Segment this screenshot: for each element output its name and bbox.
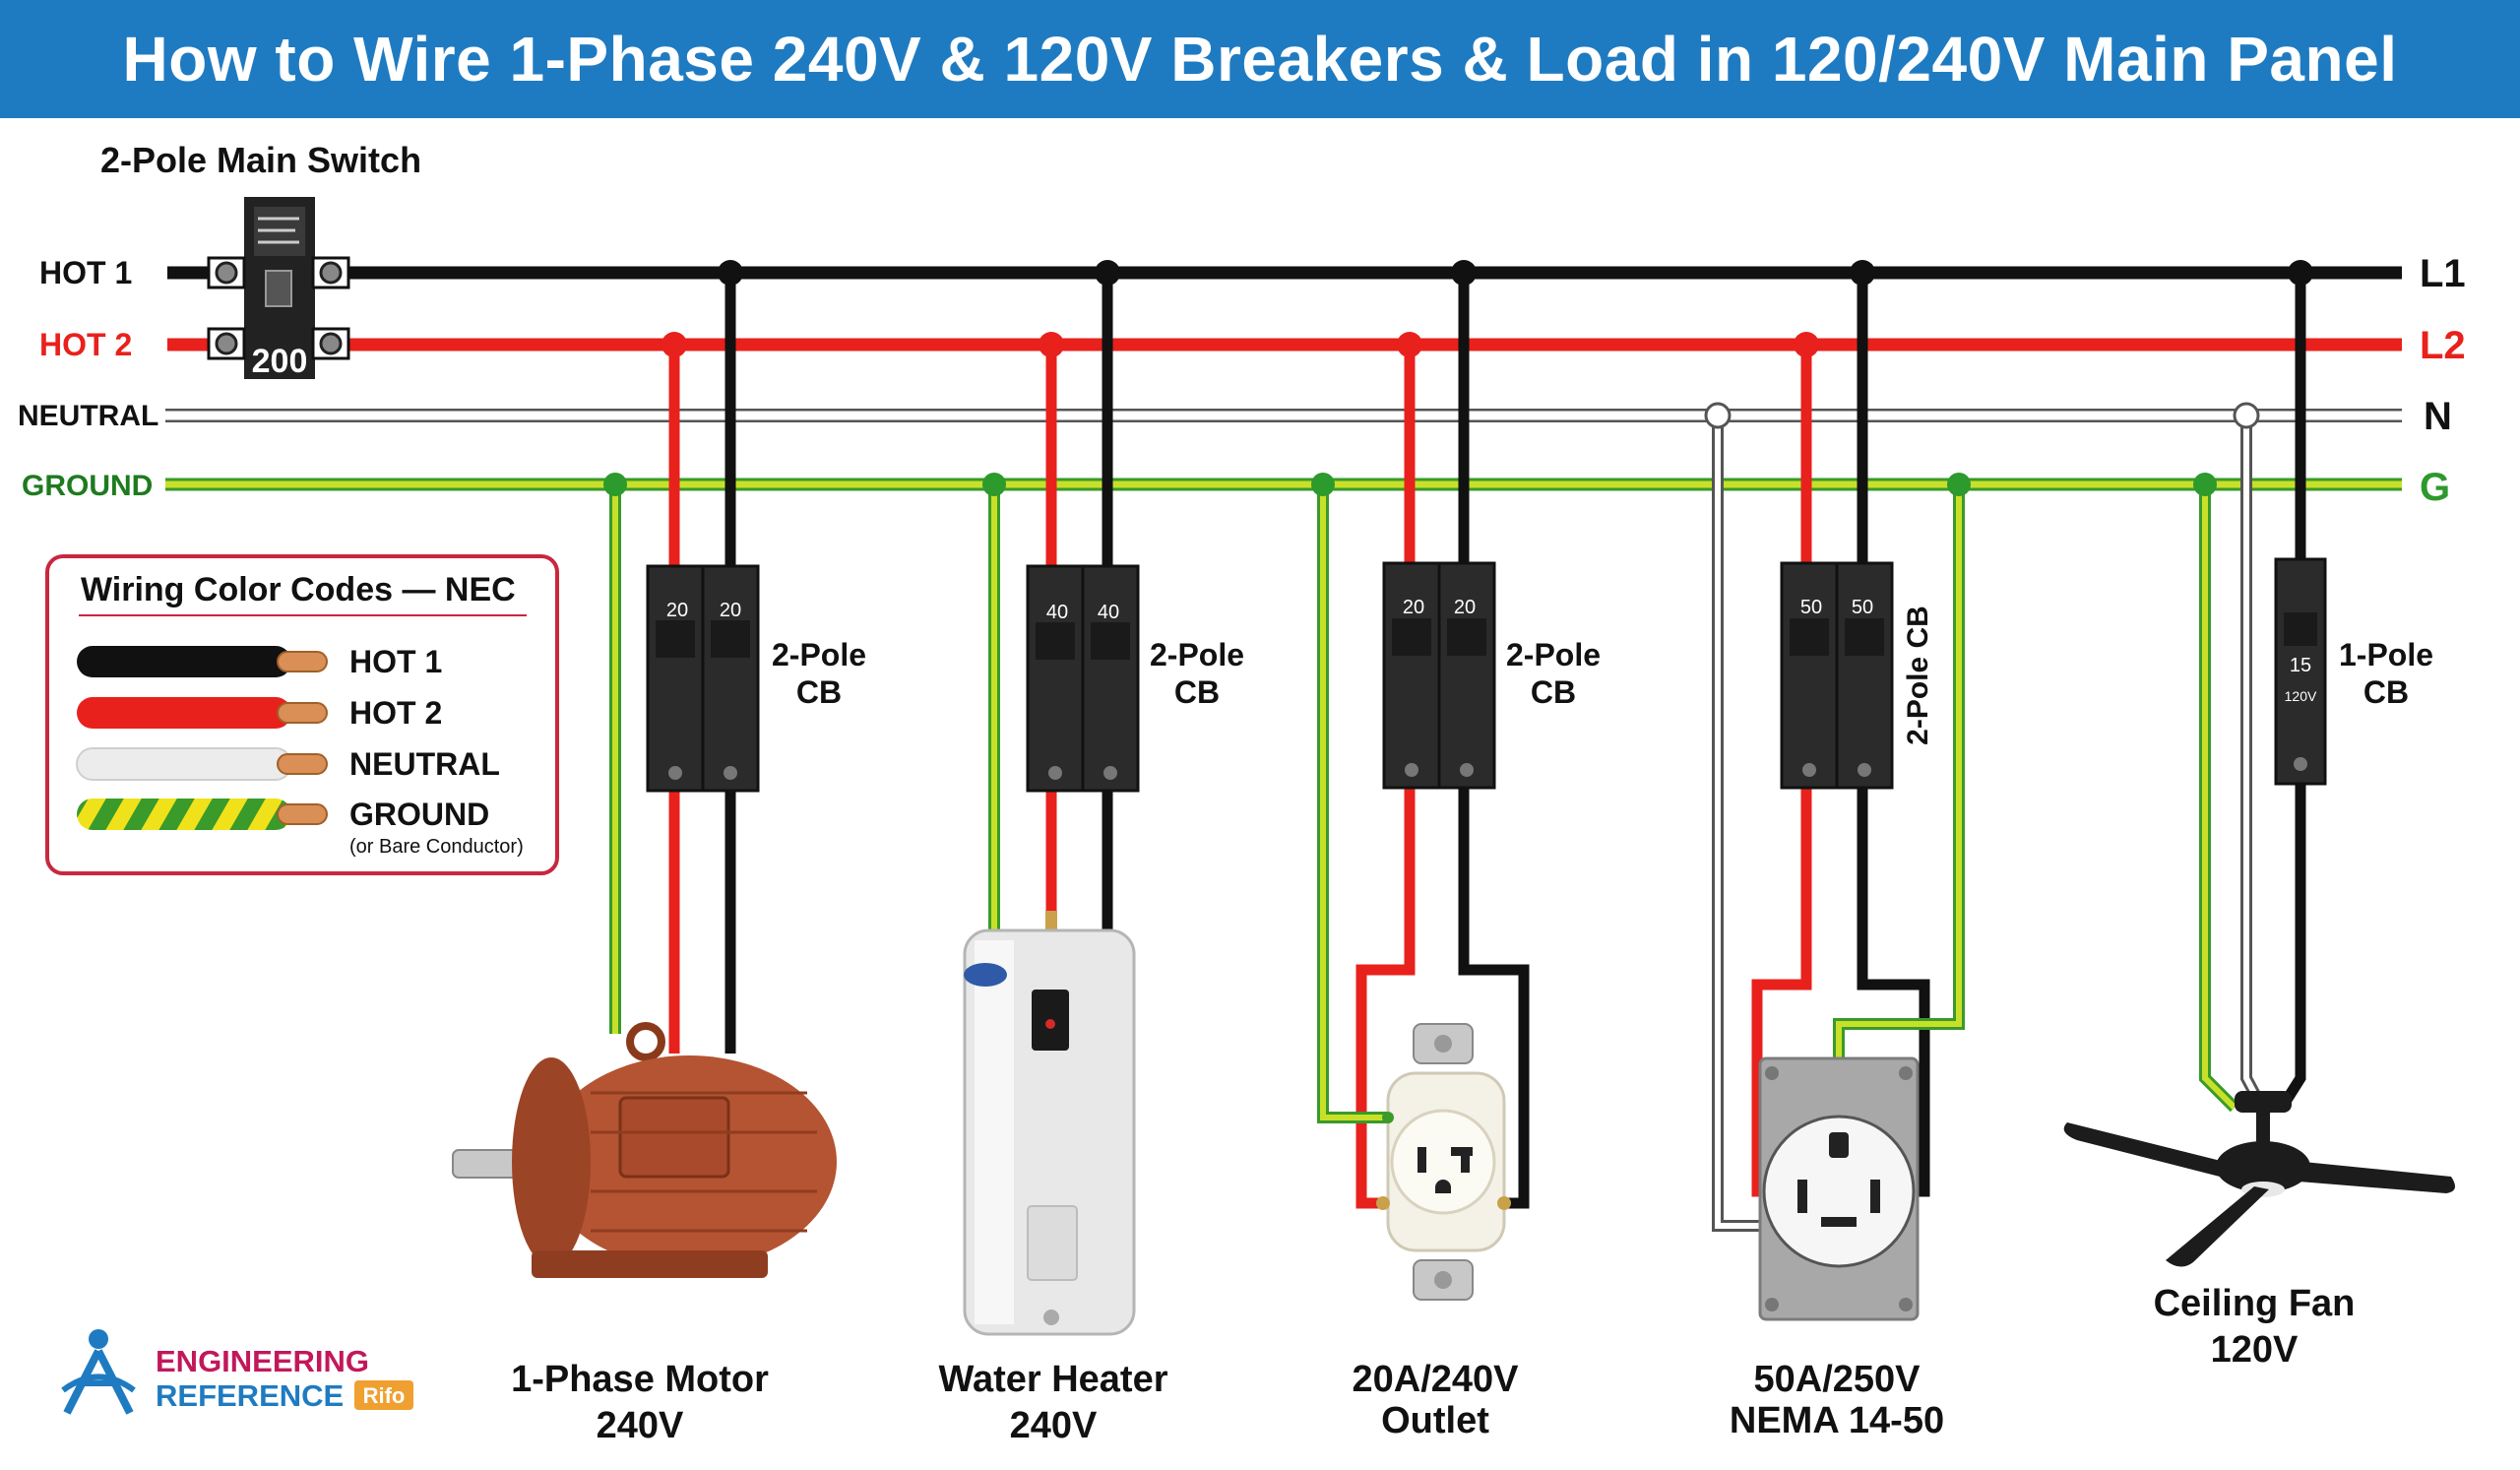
ground-label: GROUND — [22, 470, 153, 502]
g-label: G — [2420, 466, 2450, 509]
outlet-illustration — [1376, 1023, 1511, 1301]
legend-wire-hot2 — [77, 697, 291, 729]
water-heater-logo-icon — [964, 963, 1007, 987]
logo-icon — [61, 1329, 136, 1415]
legend-title: Wiring Color Codes — NEC — [81, 571, 516, 608]
neutral-label: NEUTRAL — [18, 400, 158, 432]
breaker-5-voltage: 120V — [2285, 688, 2317, 704]
main-switch-handle — [265, 270, 292, 307]
breaker-3: 20 20 2-Pole CB — [1382, 561, 1601, 790]
fan-label-line1: Ceiling Fan — [2154, 1283, 2356, 1324]
l1-label: L1 — [2420, 252, 2466, 295]
breaker-5-type-line2: CB — [2363, 674, 2409, 710]
logo-badge-bg — [354, 1380, 413, 1410]
nema-label-line2: NEMA 14-50 — [1730, 1400, 1944, 1441]
motor-label-line2: 240V — [597, 1405, 684, 1446]
logo-line2: REFERENCE — [156, 1378, 344, 1413]
breaker-5-rating: 15 — [2290, 655, 2311, 676]
fan-blade-left — [2063, 1122, 2225, 1177]
motor-illustration — [452, 1022, 837, 1278]
breaker-5-type-line1: 1-Pole — [2339, 637, 2433, 672]
main-switch-rating: 200 — [252, 343, 308, 380]
fan-blade-right — [2299, 1162, 2455, 1193]
motor-label-line1: 1-Phase Motor — [511, 1359, 769, 1400]
legend-wire-ground — [77, 799, 291, 830]
breaker-4-rating-a: 50 — [1800, 597, 1822, 618]
breaker-1: 20 20 2-Pole CB — [646, 564, 866, 793]
water-heater-label-line1: Water Heater — [938, 1359, 1167, 1400]
water-heater-label-line2: 240V — [1010, 1405, 1098, 1446]
motor-terminal-box — [618, 1096, 730, 1179]
fan-motor-housing — [2216, 1141, 2310, 1192]
water-heater-illustration — [963, 911, 1136, 1336]
fan-label-line2: 120V — [2211, 1329, 2299, 1371]
breaker-1-rating-b: 20 — [720, 600, 741, 621]
legend-wire-neutral — [76, 747, 292, 781]
breaker-3-type-line1: 2-Pole — [1506, 637, 1601, 672]
motor-base — [532, 1250, 768, 1278]
breaker-2-rating-a: 40 — [1046, 602, 1068, 623]
hot1-label: HOT 1 — [39, 255, 132, 290]
breaker-2: 40 40 2-Pole CB — [1026, 564, 1244, 793]
breaker-4: 50 50 2-Pole CB — [1780, 561, 1934, 790]
legend-label-hot2: HOT 2 — [349, 695, 442, 731]
logo: ENGINEERING REFERENCE Rifo — [61, 1329, 413, 1415]
outlet-label-line2: Outlet — [1381, 1400, 1489, 1441]
title-banner: How to Wire 1-Phase 240V & 120V Breakers… — [0, 0, 2520, 118]
breaker-3-rating-a: 20 — [1403, 597, 1424, 618]
outlet-label-line1: 20A/240V — [1352, 1359, 1519, 1400]
outlet-face — [1390, 1109, 1496, 1215]
breaker-2-type-line2: CB — [1174, 674, 1220, 710]
main-switch: 2-Pole Main Switch 200 — [100, 140, 421, 380]
breaker-1-type-line1: 2-Pole — [772, 637, 866, 672]
breaker-3-type-line2: CB — [1531, 674, 1576, 710]
breaker-1-type-line2: CB — [796, 674, 842, 710]
breaker-3-rating-b: 20 — [1454, 597, 1476, 618]
breaker-4-rating-b: 50 — [1852, 597, 1873, 618]
breaker-4-type: 2-Pole CB — [1902, 606, 1934, 745]
color-code-legend: Wiring Color Codes — NEC HOT 1 HOT 2 NEU… — [45, 554, 559, 875]
nema-receptacle-illustration — [1758, 1056, 1920, 1321]
logo-badge: Rifo — [363, 1383, 406, 1408]
legend-label-ground: GROUND — [349, 797, 489, 832]
breaker-5: 15 120V 1-Pole CB — [2274, 557, 2433, 786]
breaker-2-rating-b: 40 — [1098, 602, 1119, 623]
nema-face — [1762, 1115, 1916, 1268]
bus-bars — [165, 266, 2402, 491]
legend-label-neutral: NEUTRAL — [349, 746, 500, 782]
ceiling-fan-illustration — [2063, 1091, 2455, 1267]
l2-label: L2 — [2420, 324, 2466, 367]
nema-label-line1: 50A/250V — [1753, 1359, 1921, 1400]
breaker-2-type-line1: 2-Pole — [1150, 637, 1244, 672]
fan-blade-bottom — [2166, 1186, 2269, 1267]
water-heater-access-panel — [1027, 1205, 1078, 1281]
legend-note: (or Bare Conductor) — [349, 836, 524, 858]
n-label: N — [2424, 395, 2452, 438]
page-title: How to Wire 1-Phase 240V & 120V Breakers… — [122, 24, 2398, 95]
legend-wire-hot1 — [77, 646, 291, 677]
legend-label-hot1: HOT 1 — [349, 644, 442, 679]
main-switch-label: 2-Pole Main Switch — [100, 140, 421, 180]
hot2-label: HOT 2 — [39, 327, 132, 362]
breaker-1-rating-a: 20 — [666, 600, 688, 621]
logo-line1: ENGINEERING — [156, 1344, 369, 1378]
